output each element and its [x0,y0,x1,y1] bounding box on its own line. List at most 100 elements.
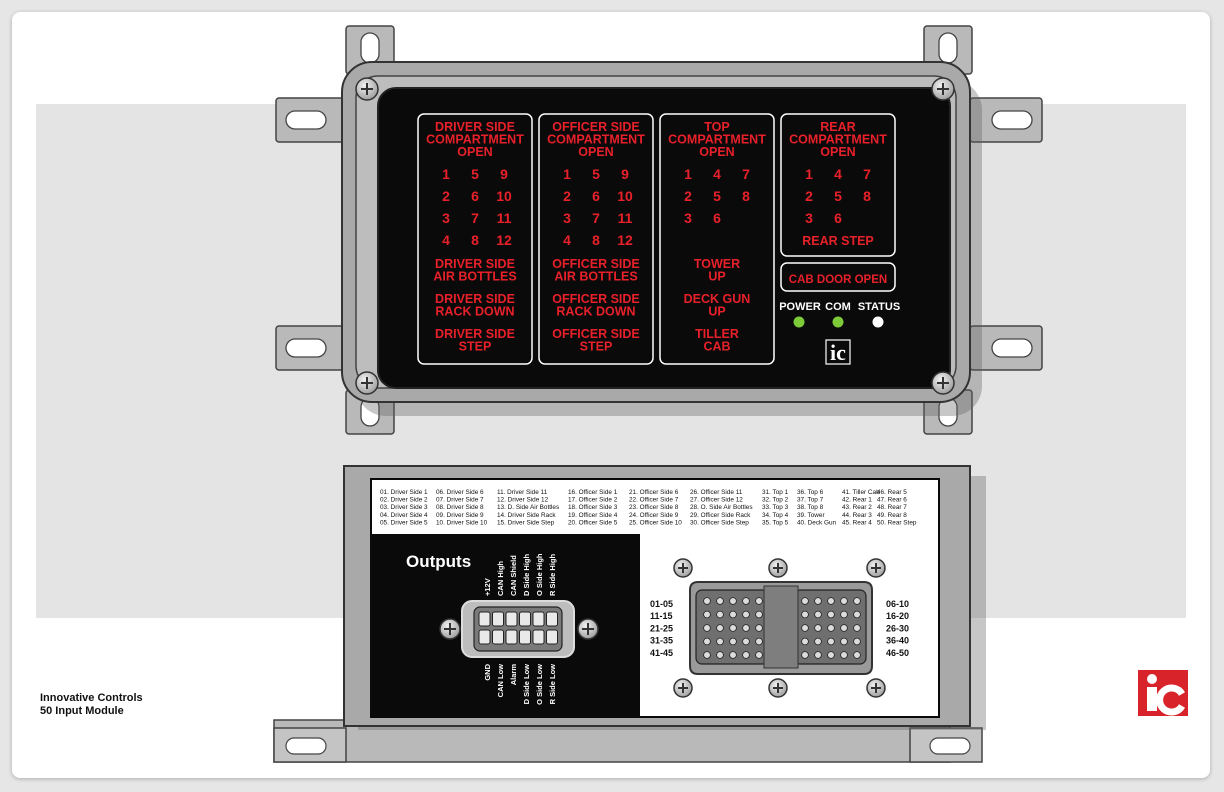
input-pin [827,637,835,646]
legend-item: 49. Rear 8 [877,512,907,519]
output-pin [478,629,491,645]
compartment-number: 5 [713,188,721,204]
output-pin [546,611,558,627]
input-group-label: 01-05 [650,599,673,609]
input-pin [840,637,848,646]
legend-item: 44. Rear 3 [842,512,872,519]
input-pin [703,597,711,605]
screw-icon [866,558,886,578]
indicator-label: RACK DOWN [435,305,514,319]
compartment-number: 5 [592,166,600,182]
legend-item: 40. Deck Gun [797,519,837,526]
input-pin [729,624,737,632]
input-pin [742,597,750,605]
compartment-number: 1 [805,166,813,182]
indicator-label: DECK GUN [684,292,751,306]
input-pin [716,610,724,619]
output-pin-label: CAN Shield [509,555,518,596]
compartment-number: 4 [442,232,450,248]
input-pin [755,624,763,632]
output-pin [478,611,491,627]
legend-item: 22. Officer Side 7 [629,497,679,504]
input-pin [814,597,822,605]
legend-item: 27. Officer Side 12 [690,497,743,504]
input-pin [755,597,763,605]
legend-item: 01. Driver Side 1 [380,489,428,496]
output-pin-label: +12V [483,578,492,596]
input-pin [840,610,848,619]
section-title-line: REAR [820,120,855,134]
output-pin [505,629,518,645]
indicator-label: DRIVER SIDE [435,257,515,271]
compartment-number: 10 [496,188,512,204]
legend-item: 04. Driver Side 4 [380,512,428,519]
input-pin [801,637,809,646]
legend-item: 36. Top 6 [797,489,824,496]
status-led [872,316,884,328]
section-title-line: OPEN [457,145,492,159]
indicator-label: UP [708,305,725,319]
input-pin [827,610,835,619]
legend-item: 46. Rear 5 [877,489,907,496]
compartment-number: 8 [742,188,750,204]
input-pin [814,651,822,659]
legend-item: 39. Tower [797,512,825,519]
compartment-number: 5 [471,166,479,182]
compartment-number: 10 [617,188,633,204]
compartment-number: 3 [805,210,813,226]
input-pin [742,637,750,646]
legend-item: 42. Rear 1 [842,497,872,504]
legend-item: 19. Officer Side 4 [568,512,618,519]
indicator-label: TOWER [694,257,740,271]
compartment-number: 2 [442,188,450,204]
output-pin-label: CAN Low [496,664,505,697]
screw-icon [355,77,379,101]
input-pin [716,651,724,659]
compartment-number: 9 [621,166,629,182]
brand-logo-icon [1138,670,1188,716]
compartment-number: 3 [684,210,692,226]
power-led [793,316,805,328]
output-pin [532,611,545,627]
input-pin [827,651,835,659]
input-group-labels: 01-0511-1521-2531-3541-4506-1016-2026-30… [650,599,909,658]
input-group-label: 41-45 [650,648,673,658]
legend-item: 05. Driver Side 5 [380,519,428,526]
legend-item: 41. Tiller Cab [842,489,880,496]
input-legend [372,480,938,534]
indicator-label: DRIVER SIDE [435,292,515,306]
legend-item: 25. Officer Side 10 [629,519,682,526]
compartment-number: 8 [592,232,600,248]
input-pin [814,610,822,619]
compartment-number: 11 [618,210,633,226]
input-group-label: 46-50 [886,648,909,658]
legend-item: 07. Driver Side 7 [436,497,484,504]
section-title-line: COMPARTMENT [668,133,766,147]
input-pin [729,610,737,619]
indicator-label: OFFICER SIDE [552,292,640,306]
panel-indicator-text: DRIVER SIDE COMPARTMENT OPEN 1 5 9 2 6 10 3 7 11 4 8 1… [426,120,887,354]
legend-item: 13. D. Side Air Bottles [497,504,559,511]
legend-item: 30. Officer Side Step [690,519,749,526]
legend-item: 50. Rear Step [877,519,917,526]
legend-item: 14. Driver Side Rack [497,512,556,519]
legend-item: 10. Driver Side 10 [436,519,488,526]
compartment-number: 12 [617,232,633,248]
compartment-number: 6 [471,188,479,204]
compartment-number: 7 [592,210,600,226]
input-pin [840,624,848,632]
legend-item: 18. Officer Side 3 [568,504,618,511]
display-enclosure [341,61,982,416]
compartment-number: 6 [592,188,600,204]
screw-icon [768,558,788,578]
input-pin [755,637,763,646]
legend-item: 34. Top 4 [762,512,789,519]
legend-item: 35. Top 5 [762,519,789,526]
input-group-label: 31-35 [650,636,673,646]
legend-item: 17. Officer Side 2 [568,497,618,504]
input-pin [827,597,835,605]
compartment-number: 11 [497,210,512,226]
